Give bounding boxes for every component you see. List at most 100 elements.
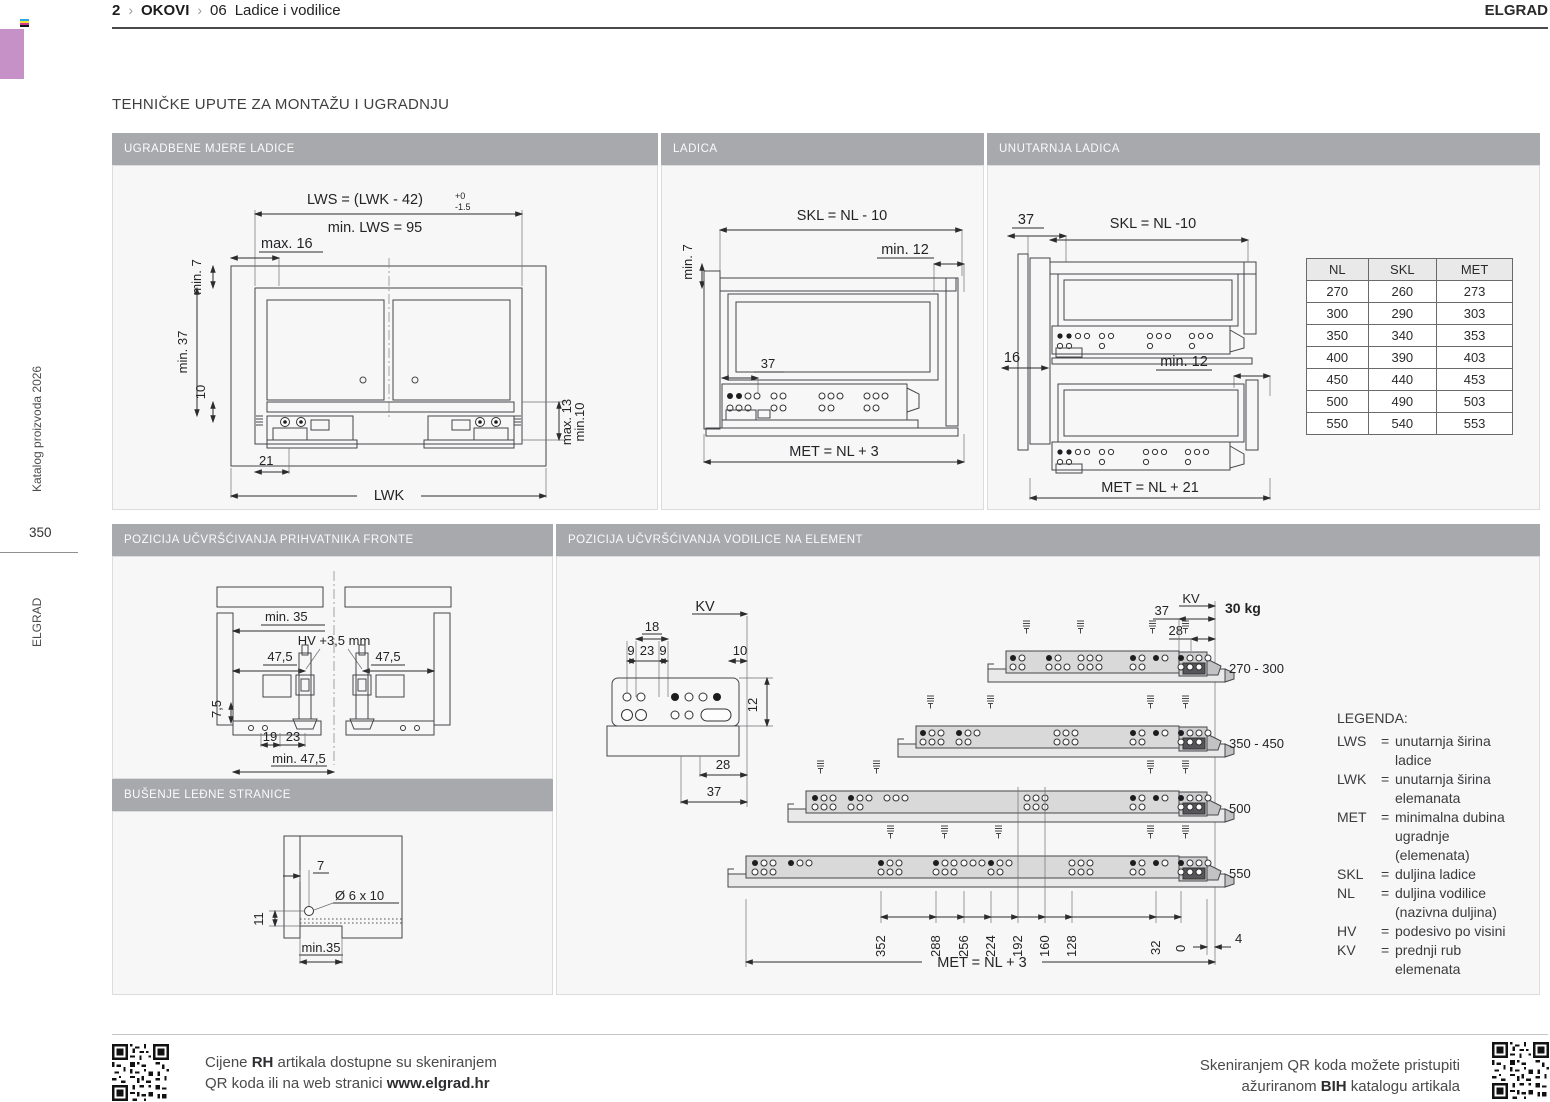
sidebar-brand-label: ELGRAD <box>30 597 44 647</box>
dim-label: min. 12 <box>881 242 929 258</box>
legend-item: NL= duljina vodilice(nazivna duljina) <box>1337 885 1497 920</box>
legend-item: HV= podesivo po visini <box>1337 923 1506 939</box>
drawing-inner-drawer: 37 SKL = NL -10 <box>1000 212 1272 501</box>
dim-label: min. 35 <box>265 609 308 624</box>
panel-vodilice-element: KV 18 9 23 9 10 1 <box>556 556 1540 995</box>
footer-text-left: Cijene RH artikala dostupne su skeniranj… <box>205 1054 497 1092</box>
dim-label: 23 <box>286 729 300 744</box>
dim-label: SKL = NL -10 <box>1110 216 1196 232</box>
brand-logo-text: ELGRAD <box>1484 2 1548 19</box>
dim-label: min. 7 <box>189 259 204 294</box>
dim-label: max. 13 <box>559 399 574 445</box>
table-header-row: NL SKL MET <box>1306 258 1513 281</box>
dim-label: LWS = (LWK - 42) <box>307 192 423 208</box>
dim-label: 16 <box>1004 350 1020 366</box>
chevron-icon: › <box>197 2 203 18</box>
dim-label: 37 <box>1018 212 1034 228</box>
panel-ugradbene-mjere: LWS = (LWK - 42) +0 -1.5 min. LWS = 95 m… <box>112 165 658 510</box>
rail-drawing <box>727 825 1235 888</box>
drawing-rail-mounting: KV 18 9 23 9 10 1 <box>606 591 1284 971</box>
header-rule <box>112 27 1548 29</box>
col-header: SKL <box>1367 258 1438 281</box>
dim-label: min. 7 <box>680 244 695 279</box>
qr-code-bih <box>1492 1042 1549 1099</box>
rail-length-label: 350 - 450 <box>1229 736 1284 751</box>
dim-label: SKL = NL - 10 <box>797 208 887 224</box>
sidebar-page-number: 350 <box>29 525 52 540</box>
dim-label: LWK <box>374 488 405 504</box>
dim-label: 19 <box>263 729 277 744</box>
panel-unutarnja-ladica: 37 SKL = NL -10 <box>987 165 1540 510</box>
dim-label: 7 <box>317 858 324 873</box>
rail-drawing <box>897 695 1235 758</box>
dim-label: HV +3,5 mm <box>298 633 371 648</box>
scale-number: 192 <box>1010 935 1025 957</box>
legend-title: LEGENDA: <box>1337 710 1408 726</box>
dim-label: min.10 <box>572 402 587 441</box>
dim-label: MET = NL + 3 <box>937 955 1026 971</box>
dim-label: 18 <box>645 619 659 634</box>
breadcrumb-subcategory: Ladice i vodilice <box>234 2 341 19</box>
dim-label: min. 37 <box>175 331 190 374</box>
scale-number: 256 <box>956 935 971 957</box>
scale-number: 32 <box>1148 941 1163 955</box>
dim-label: max. 16 <box>261 236 313 252</box>
panel-prihvatnik-fronte: min. 35 HV +3,5 mm 47,5 47,5 <box>112 556 553 779</box>
footer-text-right: Skeniranjem QR koda možete pristupiti až… <box>1199 1057 1460 1095</box>
col-header: MET <box>1436 258 1513 281</box>
dim-label: MET = NL + 3 <box>789 444 878 460</box>
section-header-vodilice-element: POZICIJA UČVRŠĆIVANJA VODILICE NA ELEMEN… <box>556 524 1540 556</box>
load-rating: 30 kg <box>1225 600 1261 616</box>
legend-item: SKL= duljina ladice <box>1337 866 1476 882</box>
scale-number: 128 <box>1064 935 1079 957</box>
dim-label: MET = NL + 21 <box>1101 480 1199 496</box>
section-header-ladica: LADICA <box>661 133 984 165</box>
rail-length-label: 270 - 300 <box>1229 661 1284 676</box>
section-header-prihvatnik-fronte: POZICIJA UČVRŠĆIVANJA PRIHVATNIKA FRONTE <box>112 524 553 556</box>
section-header-busenje: BUŠENJE LEĐNE STRANICE <box>112 779 553 811</box>
breadcrumb-subcategory-number: 06 <box>210 2 227 19</box>
scale-number: 0 <box>1173 945 1188 952</box>
print-color-bar-icon <box>20 19 29 27</box>
drawing-front-view: LWS = (LWK - 42) +0 -1.5 min. LWS = 95 m… <box>175 191 587 504</box>
qr-code-rh <box>112 1044 169 1101</box>
dim-label: min. LWS = 95 <box>328 220 422 236</box>
breadcrumb-page-number: 2 <box>112 2 121 19</box>
scale-number: 160 <box>1037 935 1052 957</box>
dim-label: 4 <box>1235 931 1242 946</box>
dim-label: KV <box>695 599 715 615</box>
panel-ladica: SKL = NL - 10 min. 12 min. 7 37 <box>661 165 984 510</box>
sidebar-catalog-label: Katalog proizvoda 2026 <box>30 365 44 492</box>
drawing-front-bracket: min. 35 HV +3,5 mm 47,5 47,5 <box>209 571 452 775</box>
dim-label: 23 <box>640 643 654 658</box>
dim-label: 37 <box>761 356 775 371</box>
footer-divider <box>112 1034 1548 1035</box>
dim-label: 47,5 <box>267 649 292 664</box>
dim-label: 10 <box>733 643 747 658</box>
scale-number: 352 <box>873 935 888 957</box>
chevron-icon: › <box>128 2 134 18</box>
breadcrumb: 2 › OKOVI › 06 Ladice i vodilice <box>112 2 341 19</box>
dim-label: 9 <box>627 643 634 658</box>
dim-label: 28 <box>716 757 730 772</box>
rail-length-label: 550 <box>1229 866 1251 881</box>
rail-drawing <box>787 760 1235 823</box>
dim-label: min. 47,5 <box>272 751 325 766</box>
sidebar-divider <box>0 552 78 553</box>
scale-number: 288 <box>928 935 943 957</box>
website-url: www.elgrad.hr <box>386 1075 490 1092</box>
rail-drawing <box>987 620 1235 683</box>
dim-label: min. 12 <box>1160 354 1208 370</box>
dim-tol-minus: -1.5 <box>455 202 471 212</box>
